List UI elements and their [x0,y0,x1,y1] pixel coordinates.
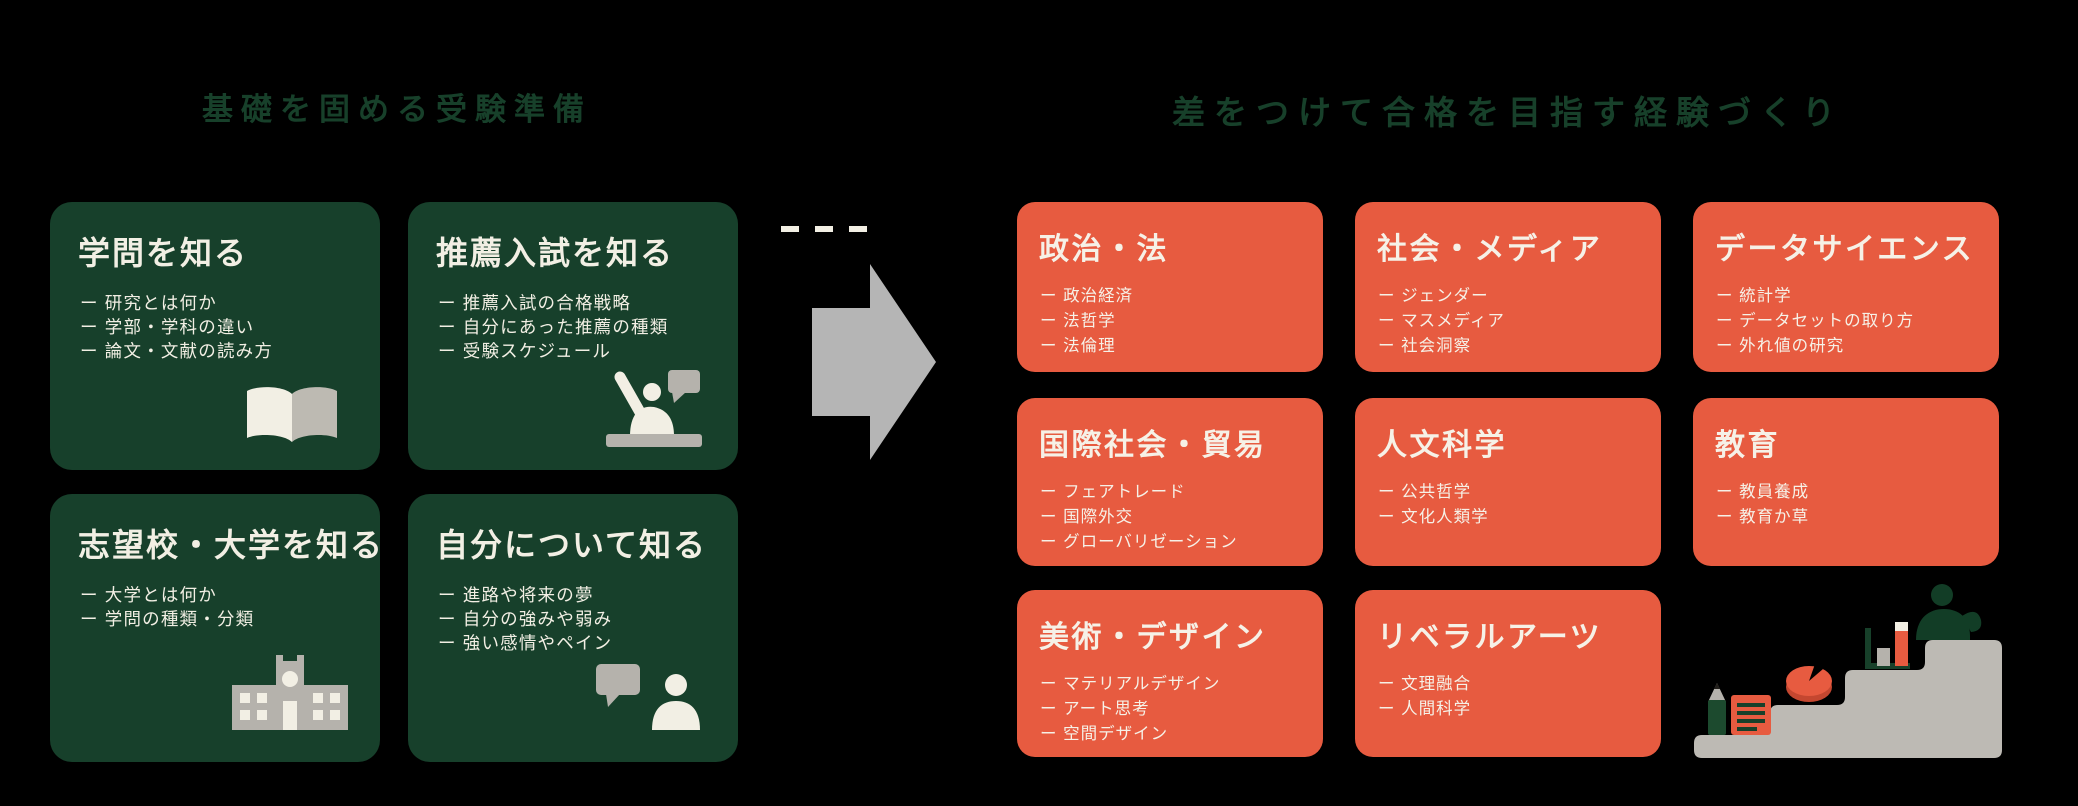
orange-card-education: 教育 ー 教員養成 ー 教育か草 [1693,398,1999,566]
list-item: ー 教員養成 [1716,483,1810,501]
list-item: ー 政治経済 [1040,287,1134,305]
right-section-heading: 差をつけて合格を目指す経験づくり [1172,94,1844,131]
card-title: 国際社会・貿易 [1039,429,1267,462]
list-item: ー 人間科学 [1378,699,1472,718]
list-item: ー 空間デザイン [1040,724,1169,743]
dash [781,226,799,232]
right-arrow-icon [812,264,936,460]
card-item-list: ー フェアトレード ー 国際外交 ー グローバリゼーション [1040,480,1323,554]
card-item-list: ー 大学とは何か ー 学問の種類・分類 [80,584,380,632]
card-item-list: ー 進路や将来の夢 ー 自分の強みや弱み ー 強い感情やペイン [438,584,738,655]
list-item: ー マスメディア [1378,311,1505,330]
list-item: ー 公共哲学 [1378,483,1472,501]
list-item: ー 社会洞察 [1378,336,1472,355]
orange-card-humanities: 人文科学 ー 公共哲学 ー 文化人類学 [1355,398,1661,566]
dash [849,226,867,232]
left-section-heading: 基礎を固める受験準備 [202,92,592,127]
orange-card-politics-law: 政治・法 ー 政治経済 ー 法哲学 ー 法倫理 [1017,202,1323,372]
orange-card-data-science: データサイエンス ー 統計学 ー データセットの取り方 ー 外れ値の研究 [1693,202,1999,372]
list-item: ー 文化人類学 [1378,507,1489,526]
orange-card-liberal-arts: リベラルアーツ ー 文理融合 ー 人間科学 [1355,590,1661,757]
card-item-list: ー 推薦入試の合格戦略 ー 自分にあった推薦の種類 ー 受験スケジュール [438,292,738,363]
orange-card-art-design: 美術・デザイン ー マテリアルデザイン ー アート思考 ー 空間デザイン [1017,590,1323,757]
list-item: ー 外れ値の研究 [1716,336,1845,355]
list-item: ー 受験スケジュール [438,340,612,361]
school-building-icon [232,655,348,730]
list-item: ー 法倫理 [1040,336,1116,355]
dash [815,226,833,232]
stairs-growth-illustration [1694,584,2002,758]
list-item: ー 推薦入試の合格戦略 [438,293,632,313]
card-item-list: ー 教員養成 ー 教育か草 [1716,480,1999,530]
card-title: 教育 [1715,429,1780,462]
list-item: ー 教育か草 [1716,507,1810,526]
list-item: ー データセットの取り方 [1716,311,1915,330]
card-title: 志望校・大学を知る [78,527,385,563]
dashed-line [781,226,867,232]
card-title: 政治・法 [1039,233,1169,266]
list-item: ー 国際外交 [1040,507,1134,526]
card-title: データサイエンス [1715,233,1975,266]
list-item: ー 自分の強みや弱み [438,608,613,629]
list-item: ー 自分にあった推薦の種類 [438,316,669,337]
orange-card-society-media: 社会・メディア ー ジェンダー ー マスメディア ー 社会洞察 [1355,202,1661,372]
green-card-know-yourself: 自分について知る ー 進路や将来の夢 ー 自分の強みや弱み ー 強い感情やペイン [408,494,738,762]
card-title: 推薦入試を知る [436,235,675,271]
orange-card-international-trade: 国際社会・貿易 ー フェアトレード ー 国際外交 ー グローバリゼーション [1017,398,1323,566]
list-item: ー 強い感情やペイン [438,632,613,653]
list-item: ー 進路や将来の夢 [438,585,594,605]
list-item: ー アート思考 [1040,699,1150,718]
list-item: ー 文理融合 [1378,675,1472,693]
card-title: 美術・デザイン [1039,621,1267,654]
card-item-list: ー 政治経済 ー 法哲学 ー 法倫理 [1040,284,1323,358]
hand-raise-icon [606,370,702,447]
card-title: リベラルアーツ [1377,621,1603,654]
green-card-know-recommendation-exam: 推薦入試を知る ー 推薦入試の合格戦略 ー 自分にあった推薦の種類 ー 受験スケ… [408,202,738,470]
list-item: ー 大学とは何か [80,585,217,605]
card-title: 自分について知る [436,527,708,563]
list-item: ー ジェンダー [1378,287,1489,305]
list-item: ー 研究とは何か [80,293,217,313]
pencil-icon [1708,683,1726,735]
card-item-list: ー 文理融合 ー 人間科学 [1378,672,1661,722]
list-item: ー 法哲学 [1040,311,1116,330]
list-item: ー フェアトレード [1040,483,1186,501]
open-book-icon [247,387,337,442]
list-item: ー 統計学 [1716,287,1792,305]
person-icon [1916,584,1982,640]
card-title: 社会・メディア [1377,233,1603,266]
list-item: ー グローバリゼーション [1040,532,1238,551]
card-title: 学問を知る [78,235,249,271]
card-item-list: ー 統計学 ー データセットの取り方 ー 外れ値の研究 [1716,284,1999,358]
green-card-know-academics: 学問を知る ー 研究とは何か ー 学部・学科の違い ー 論文・文献の読み方 [50,202,380,470]
card-title: 人文科学 [1377,429,1507,462]
person-speech-icon [596,664,700,730]
card-item-list: ー 研究とは何か ー 学部・学科の違い ー 論文・文献の読み方 [80,292,380,363]
list-item: ー 論文・文献の読み方 [80,340,274,361]
green-card-know-universities: 志望校・大学を知る ー 大学とは何か ー 学問の種類・分類 [50,494,385,762]
pie-chart-icon [1786,664,1832,702]
card-item-list: ー ジェンダー ー マスメディア ー 社会洞察 [1378,284,1661,358]
list-item: ー 学問の種類・分類 [80,608,255,629]
card-item-list: ー 公共哲学 ー 文化人類学 [1378,480,1661,530]
list-item: ー マテリアルデザイン [1040,675,1221,693]
card-item-list: ー マテリアルデザイン ー アート思考 ー 空間デザイン [1040,672,1323,746]
bar-chart-icon [1865,622,1910,669]
document-icon [1731,695,1771,735]
list-item: ー 学部・学科の違い [80,316,255,337]
